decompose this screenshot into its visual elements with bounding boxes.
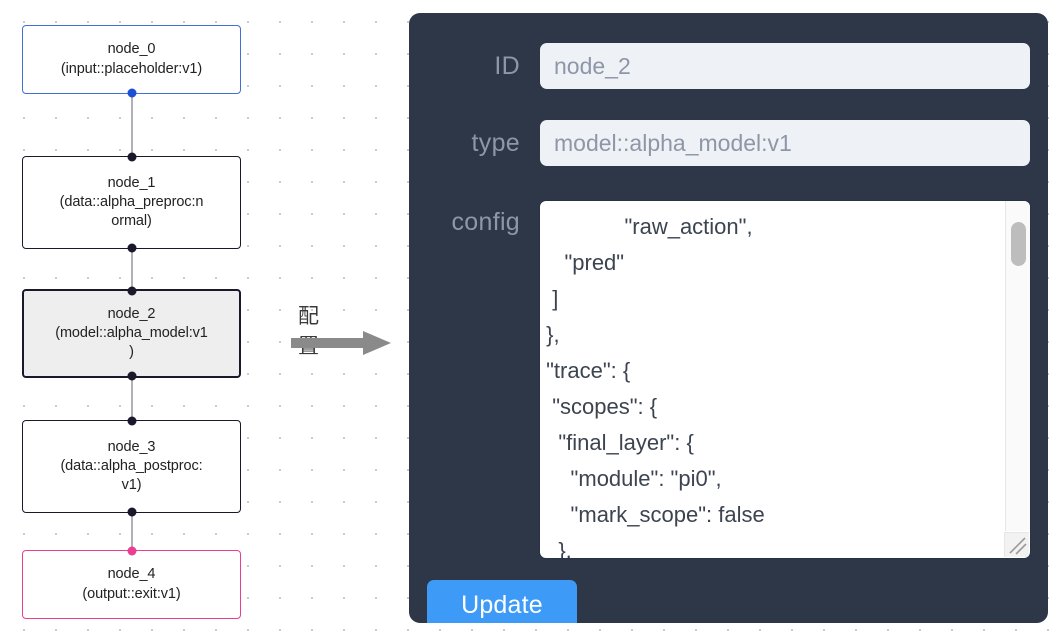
flow-node-node_3[interactable]: node_3 (data::alpha_postproc: v1) xyxy=(22,416,241,517)
flow-node-label: node_1 (data::alpha_preproc:n ormal) xyxy=(59,174,204,230)
flow-node-node_1[interactable]: node_1 (data::alpha_preproc:n ormal) xyxy=(22,152,241,253)
field-row-type: type xyxy=(409,120,1048,166)
flow-node-label: node_0 (input::placeholder:v1) xyxy=(60,41,203,77)
node-handle-target[interactable] xyxy=(127,152,136,162)
id-input[interactable] xyxy=(540,43,1030,89)
node-handle-source[interactable] xyxy=(127,243,136,253)
config-textarea[interactable]: "raw_action", "pred" ] }, "trace": { "sc… xyxy=(540,201,1006,558)
edge-node2-node3[interactable] xyxy=(131,377,133,419)
config-scrollbar[interactable] xyxy=(1005,201,1030,531)
config-scrollbar-thumb[interactable] xyxy=(1011,222,1026,266)
flow-node-label: node_4 (output::exit:v1) xyxy=(82,566,181,602)
config-field-label: config xyxy=(451,208,520,236)
node-handle-source[interactable] xyxy=(127,88,136,98)
type-input[interactable] xyxy=(540,120,1030,166)
flow-node-node_4[interactable]: node_4 (output::exit:v1) xyxy=(22,546,241,619)
node-config-panel: ID type config "raw_action", "pred" ] },… xyxy=(409,13,1048,623)
arrow-right-icon xyxy=(291,331,391,355)
node-handle-source[interactable] xyxy=(127,371,136,381)
config-textarea-wrapper: "raw_action", "pred" ] }, "trace": { "sc… xyxy=(540,201,1030,558)
node-handle-target[interactable] xyxy=(127,546,136,556)
flow-node-node_0[interactable]: node_0 (input::placeholder:v1) xyxy=(22,25,241,98)
flow-node-label: node_2 (model::alpha_model:v1 ) xyxy=(55,305,208,361)
flow-node-label: node_3 (data::alpha_postproc: v1) xyxy=(60,438,203,494)
field-row-config: config "raw_action", "pred" ] }, "trace"… xyxy=(409,201,1048,558)
edge-node0-node1[interactable] xyxy=(131,93,133,156)
flow-node-node_2[interactable]: node_2 (model::alpha_model:v1 ) xyxy=(22,286,241,381)
edge-node1-node2[interactable] xyxy=(131,248,133,290)
id-field-label: ID xyxy=(494,52,520,80)
node-handle-source[interactable] xyxy=(127,507,136,517)
field-row-id: ID xyxy=(409,43,1048,89)
node-handle-target[interactable] xyxy=(127,416,136,426)
resize-handle-icon[interactable] xyxy=(1004,532,1029,557)
type-field-label: type xyxy=(471,129,520,157)
update-button[interactable]: Update xyxy=(427,580,577,623)
edge-node3-node4[interactable] xyxy=(131,512,133,550)
node-handle-target[interactable] xyxy=(127,286,136,296)
